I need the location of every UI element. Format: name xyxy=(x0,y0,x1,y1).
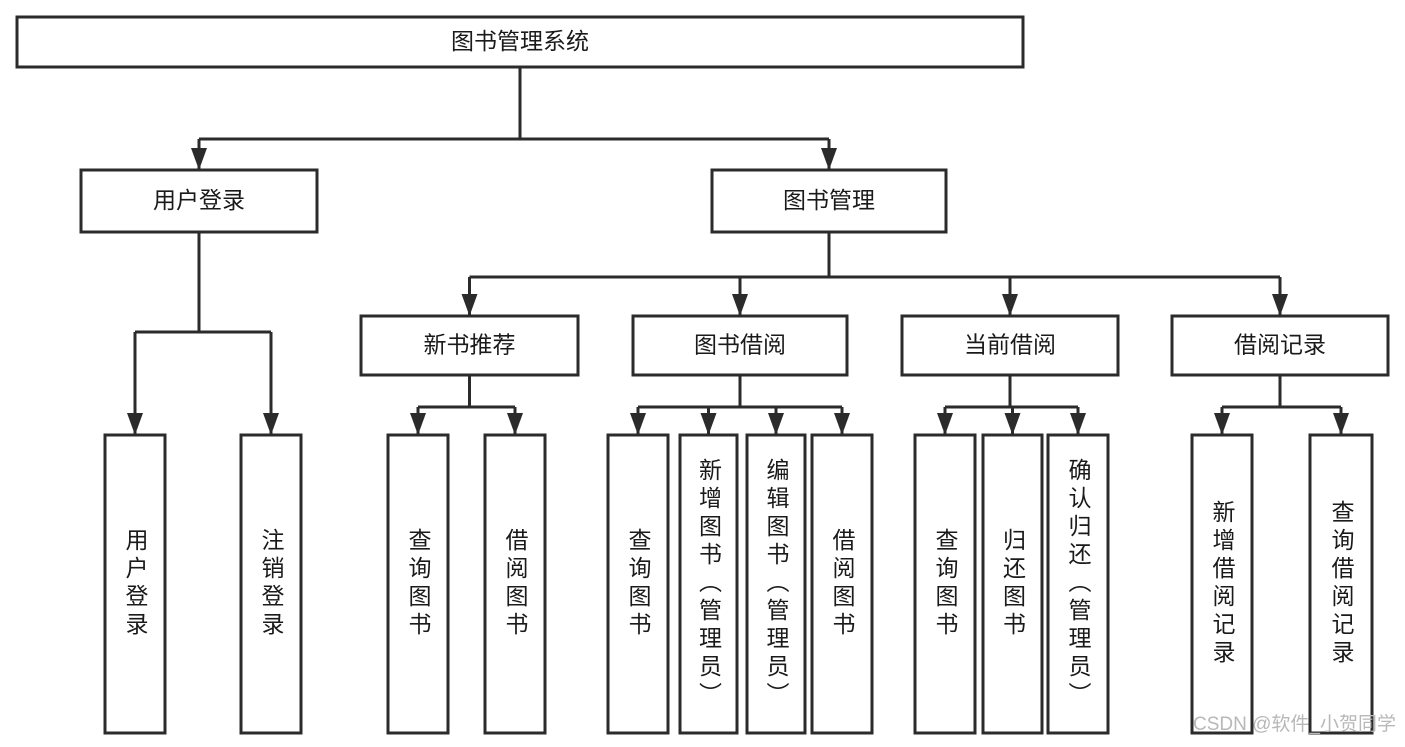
node-leaf-add-book[interactable]: 新增图书（管理员） xyxy=(678,433,739,735)
arrow-head-icon xyxy=(507,413,523,435)
node-box xyxy=(745,433,807,735)
node-box xyxy=(103,433,167,735)
node-leaf-return-book[interactable]: 归还图书 xyxy=(981,433,1044,735)
node-leaf-borrow-book-1[interactable]: 借阅图书 xyxy=(483,433,547,735)
node-leaf-user-login[interactable]: 用户登录 xyxy=(103,433,167,735)
arrow-head-icon xyxy=(630,413,646,435)
node-book-borrow[interactable]: 图书借阅 xyxy=(631,314,849,377)
node-label: 新增图书（管理员） xyxy=(696,458,723,710)
arrow-head-icon xyxy=(700,413,717,435)
node-label: 图书借阅 xyxy=(694,332,786,358)
node-label: 新书推荐 xyxy=(424,332,516,358)
arrow-head-icon xyxy=(127,413,143,435)
node-box xyxy=(239,433,303,735)
node-leaf-query-book-2[interactable]: 查询图书 xyxy=(606,433,670,735)
node-box xyxy=(900,314,1120,377)
arrow-head-icon xyxy=(1002,294,1018,316)
node-label: 查询图书 xyxy=(932,528,959,640)
arrow-head-icon xyxy=(1070,413,1086,435)
node-box xyxy=(810,433,874,735)
arrow-head-icon xyxy=(821,148,837,170)
node-label: 注销登录 xyxy=(258,528,285,640)
node-label: 借阅记录 xyxy=(1234,332,1326,358)
node-label: 归还图书 xyxy=(1000,528,1027,640)
arrow-head-icon xyxy=(191,148,207,170)
node-leaf-logout[interactable]: 注销登录 xyxy=(239,433,303,735)
node-leaf-query-book-1[interactable]: 查询图书 xyxy=(386,433,450,735)
node-box xyxy=(710,168,948,234)
node-label: 新增借阅记录 xyxy=(1209,500,1236,668)
node-box xyxy=(678,433,739,735)
node-label: 借阅图书 xyxy=(829,528,856,640)
node-label: 确认归还（管理员） xyxy=(1065,458,1092,710)
node-label: 编辑图书（管理员） xyxy=(763,458,790,710)
node-box xyxy=(1046,433,1110,735)
node-box xyxy=(1170,314,1390,377)
node-leaf-add-record[interactable]: 新增借阅记录 xyxy=(1190,433,1254,735)
node-book-manage[interactable]: 图书管理 xyxy=(710,168,948,234)
node-label: 用户登录 xyxy=(122,528,149,640)
node-box xyxy=(913,433,977,735)
node-root[interactable]: 图书管理系统 xyxy=(15,15,1025,69)
node-label: 当前借阅 xyxy=(964,332,1056,358)
node-layer: 图书管理系统用户登录图书管理新书推荐图书借阅当前借阅借阅记录用户登录注销登录查询… xyxy=(15,15,1390,735)
node-leaf-confirm-return[interactable]: 确认归还（管理员） xyxy=(1046,433,1110,735)
node-label: 借阅图书 xyxy=(502,528,529,640)
node-box xyxy=(1308,433,1374,735)
arrow-head-icon xyxy=(1004,413,1021,435)
arrow-head-icon xyxy=(834,413,850,435)
node-box xyxy=(386,433,450,735)
connector-layer xyxy=(127,67,1349,435)
node-box xyxy=(15,15,1025,69)
watermark-label: CSDN @软件_小贺同学 xyxy=(1193,713,1396,735)
arrow-head-icon xyxy=(937,413,953,435)
arrow-head-icon xyxy=(263,413,279,435)
node-box xyxy=(1190,433,1254,735)
node-new-book-rec[interactable]: 新书推荐 xyxy=(359,314,580,377)
node-borrow-record[interactable]: 借阅记录 xyxy=(1170,314,1390,377)
node-box xyxy=(359,314,580,377)
node-leaf-query-record[interactable]: 查询借阅记录 xyxy=(1308,433,1374,735)
node-label: 查询图书 xyxy=(405,528,432,640)
arrow-head-icon xyxy=(461,294,478,316)
arrow-head-icon xyxy=(732,294,748,316)
node-box xyxy=(631,314,849,377)
node-leaf-borrow-book-2[interactable]: 借阅图书 xyxy=(810,433,874,735)
node-label: 图书管理 xyxy=(783,187,875,213)
node-box xyxy=(79,168,319,234)
arrow-head-icon xyxy=(1214,413,1230,435)
node-box xyxy=(606,433,670,735)
node-label: 用户登录 xyxy=(153,187,245,213)
arrow-head-icon xyxy=(1272,294,1288,316)
node-box xyxy=(981,433,1044,735)
node-label: 查询图书 xyxy=(625,528,652,640)
node-user-login[interactable]: 用户登录 xyxy=(79,168,319,234)
node-current-borrow[interactable]: 当前借阅 xyxy=(900,314,1120,377)
arrow-head-icon xyxy=(768,413,784,435)
node-label: 图书管理系统 xyxy=(451,28,589,54)
node-leaf-query-book-3[interactable]: 查询图书 xyxy=(913,433,977,735)
arrow-head-icon xyxy=(410,413,426,435)
node-leaf-edit-book[interactable]: 编辑图书（管理员） xyxy=(745,433,807,735)
arrow-head-icon xyxy=(1333,413,1349,435)
node-label: 查询借阅记录 xyxy=(1328,500,1355,668)
node-box xyxy=(483,433,547,735)
